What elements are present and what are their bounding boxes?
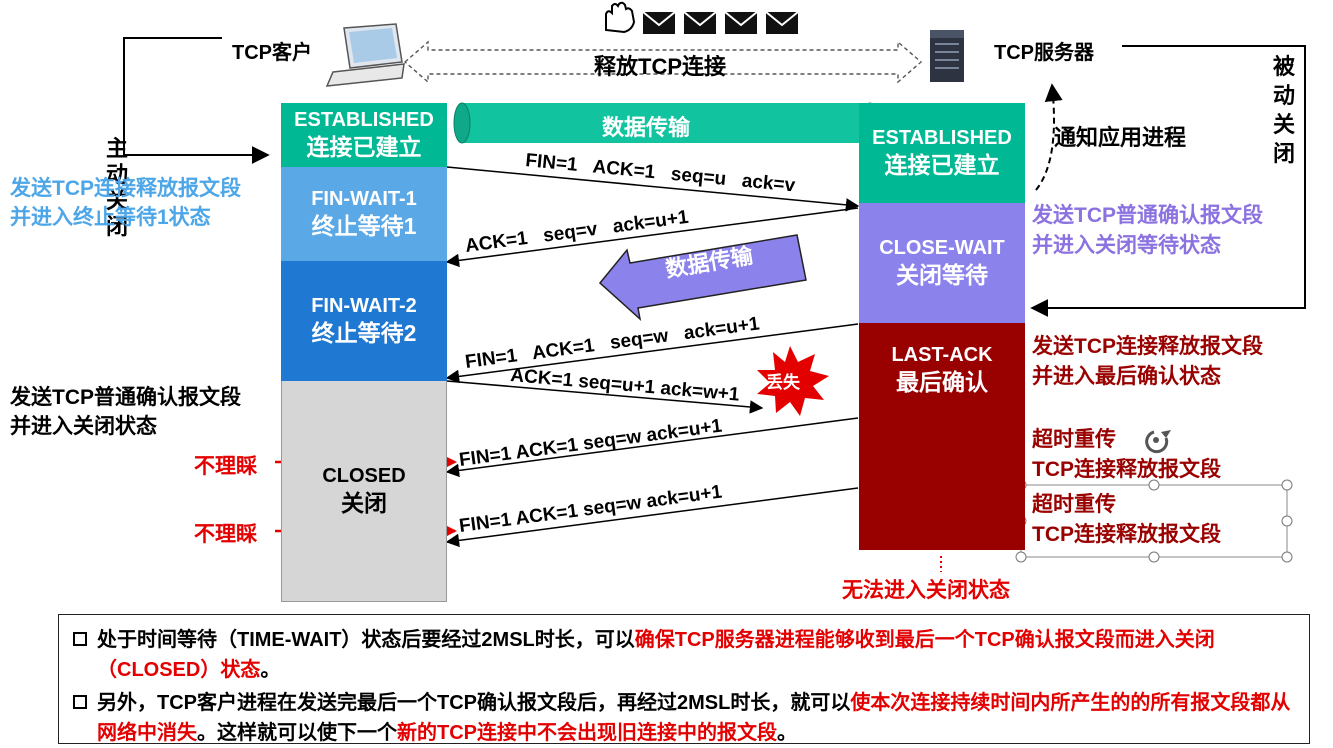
close-wait-note: 发送TCP普通确认报文段 并进入关闭等待状态 <box>1032 204 1263 257</box>
server-state-close-wait: CLOSE-WAIT 关闭等待 <box>859 203 1025 323</box>
ack1-arrow <box>445 207 859 268</box>
timeout-retransmit-note-2: 超时重传 TCP连接释放报文段 <box>1032 493 1221 546</box>
fin-wait1-note: 发送TCP连接释放报文段 并进入终止等待1状态 <box>10 177 241 229</box>
ignore-label-1: 不理睬 <box>194 455 257 478</box>
cannot-close-label: 无法进入关闭状态 <box>842 579 1010 602</box>
notify-app-curve <box>1035 83 1063 191</box>
explanation-note-1: 处于时间等待（TIME-WAIT）状态后要经过2MSL时长，可以确保TCP服务器… <box>73 625 1297 685</box>
explanation-note-2: 另外，TCP客户进程在发送完最后一个TCP确认报文段后，再经过2MSL时长，就可… <box>73 688 1297 748</box>
retx2-arrow <box>445 487 859 548</box>
client-state-established: ESTABLISHED 连接已建立 <box>281 103 447 167</box>
ack2-arrow <box>446 380 764 414</box>
passive-close-label: 被动关闭 <box>1272 54 1295 166</box>
ignore-label-2: 不理睬 <box>194 523 257 546</box>
lost-label: 丢失 <box>766 372 801 392</box>
lost-burst-icon <box>757 346 829 416</box>
fin1-label: FIN=1 ACK=1 seq=u ack=v <box>525 150 797 196</box>
closed-note: 发送TCP普通确认报文段 并进入关闭状态 <box>10 386 241 438</box>
fin1-arrow <box>446 166 860 212</box>
server-data-transfer-arrow <box>598 234 807 322</box>
diagram-canvas: FIN=1 ACK=1 seq=u ack=v ACK=1 seq=v ack=… <box>123 1 1306 572</box>
refresh-icon <box>1145 430 1171 454</box>
client-state-closed: CLOSED 关闭 <box>281 381 447 602</box>
client-state-fin-wait-1: FIN-WAIT-1 终止等待1 <box>281 167 447 261</box>
checkbox-bullet-icon <box>73 632 87 646</box>
fin2-arrow <box>445 323 859 384</box>
retx1-label: FIN=1 ACK=1 seq=w ack=u+1 <box>458 416 724 471</box>
server-icon <box>930 30 964 82</box>
retx2-label: FIN=1 ACK=1 seq=w ack=u+1 <box>458 482 724 537</box>
active-close-label: 主动关闭 <box>105 136 128 239</box>
envelope-icon <box>642 11 799 34</box>
client-label: TCP客户 <box>232 42 312 64</box>
laptop-icon <box>325 23 405 87</box>
server-state-established: ESTABLISHED 连接已建立 <box>859 103 1025 203</box>
release-connection-arrow <box>403 40 923 84</box>
server-label: TCP服务器 <box>994 42 1094 64</box>
last-ack-note: 发送TCP连接释放报文段 并进入最后确认状态 <box>1032 335 1263 388</box>
release-connection-label: 释放TCP连接 <box>594 54 727 79</box>
hand-icon <box>605 1 636 34</box>
passive-close-connector <box>1030 45 1306 317</box>
ack2-label: ACK=1 seq=u+1 ack=w+1 <box>510 365 741 406</box>
ack1-label: ACK=1 seq=v ack=u+1 <box>464 207 690 257</box>
data-transfer-label: 数据传输 <box>602 115 691 140</box>
explanation-box: 处于时间等待（TIME-WAIT）状态后要经过2MSL时长，可以确保TCP服务器… <box>58 614 1310 744</box>
notify-app-label: 通知应用进程 <box>1054 125 1187 150</box>
client-state-fin-wait-2: FIN-WAIT-2 终止等待2 <box>281 261 447 381</box>
active-close-connector <box>123 37 270 164</box>
timeout-retransmit-note-1: 超时重传 TCP连接释放报文段 <box>1032 428 1221 481</box>
retx1-arrow <box>445 417 859 478</box>
server-state-last-ack: LAST-ACK 最后确认 <box>859 323 1025 550</box>
checkbox-bullet-icon <box>73 695 87 709</box>
